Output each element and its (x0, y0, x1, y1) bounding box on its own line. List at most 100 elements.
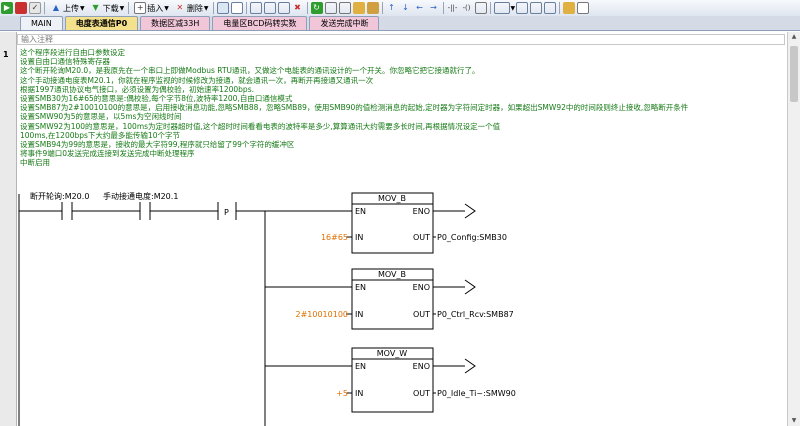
line-left-icon[interactable]: ← (416, 3, 423, 12)
run-icon[interactable]: ▶ (1, 2, 13, 14)
mov-b-block[interactable] (351, 268, 434, 330)
program-tabs: MAIN 电度表通信P0 数据区减33H 电量区BCD码转实数 发送完成中断 (0, 16, 800, 31)
output-arrow-icon (464, 279, 476, 295)
view-icon[interactable] (493, 2, 510, 14)
in-value[interactable]: 16#65 (321, 233, 348, 242)
tab-bcd-to-real[interactable]: 电量区BCD码转实数 (212, 16, 308, 30)
delete-label: 删除 (186, 3, 203, 13)
in-value[interactable]: +5 (336, 389, 348, 398)
out-value[interactable]: P0_Ctrl_Rcv:SMB87 (437, 310, 514, 319)
eno-label: ENO (413, 362, 430, 371)
delete-button[interactable]: ✕删除▼ (173, 1, 209, 15)
note-icon[interactable] (577, 2, 590, 14)
comment-line: 将事件9端口0发送完成连接到发送完成中断处理程序 (20, 149, 195, 159)
upload-icon: ▲ (52, 3, 60, 12)
vertical-scrollbar[interactable]: ▲ ▼ (787, 32, 800, 426)
pen-icon[interactable] (563, 2, 576, 14)
toolbar-separator (442, 2, 444, 14)
contact-icon[interactable] (338, 2, 351, 14)
out-label: OUT (413, 233, 430, 242)
insert-button[interactable]: +插入▼ (133, 1, 169, 15)
en-label: EN (355, 362, 366, 371)
refresh-icon[interactable]: ↻ (310, 2, 323, 14)
symbol-table-icon[interactable] (516, 2, 529, 14)
scroll-thumb[interactable] (790, 46, 798, 102)
comment-line: 这个程序段进行自由口参数设定 (20, 48, 125, 57)
mov-b-block[interactable] (351, 192, 434, 254)
comment-line: 设置SMB87为2#10010100的意思是，启用接收消息功能,忽略SMB88，… (20, 103, 689, 113)
chevron-down-icon: ▼ (119, 4, 125, 12)
comment-line: 这个手动接通电度表M20.1，你就在程序监视的时候修改为接通，就会通讯一次，再断… (20, 75, 374, 85)
comment-line: 设置SMW92为100的意思是，100ms为定时器超时值,这个超时时间看看电表的… (20, 121, 501, 131)
output-arrow-icon (464, 358, 476, 374)
line-down-icon[interactable]: ↓ (402, 3, 409, 12)
toolbar-separator (44, 2, 45, 14)
out-value[interactable]: P0_Idle_Ti~:SMW90 (437, 389, 516, 398)
toolbar-separator (212, 2, 214, 14)
toolbar-separator (306, 2, 308, 14)
insert-icon: + (134, 2, 147, 14)
in-value[interactable]: 2#10010100 (295, 310, 348, 319)
network-comment[interactable]: 这个程序段进行自由口参数设定 设置自由口通信特殊寄存器 这个断开轮询M20.0，… (20, 48, 790, 167)
scroll-down-icon[interactable]: ▼ (791, 417, 797, 424)
download-label: 下载 (102, 3, 119, 13)
comment-line: 设置自由口通信特殊寄存器 (20, 57, 110, 67)
in-label: IN (355, 389, 363, 398)
mov-w-block[interactable] (351, 347, 434, 413)
status-chart-icon[interactable] (530, 2, 543, 14)
block-title: MOV_B (378, 270, 406, 279)
contact-label: 断开轮询:M20.0 (30, 191, 89, 201)
chevron-down-icon: ▼ (80, 4, 85, 12)
stop-icon[interactable] (15, 2, 27, 14)
line-right-icon[interactable]: → (430, 3, 437, 12)
toolbar-separator (559, 2, 561, 14)
comment-line: 中断启用 (20, 158, 50, 168)
box-icon[interactable] (474, 2, 487, 14)
table-icon[interactable] (230, 2, 243, 14)
delete-icon: ✕ (176, 3, 184, 12)
p-label: P (224, 208, 229, 217)
download-icon: ▼ (92, 3, 99, 12)
download-button[interactable]: ▼下载▼ (89, 1, 125, 15)
toolbar-separator (489, 2, 491, 14)
out-label: OUT (413, 310, 430, 319)
monitor-icon[interactable] (216, 2, 229, 14)
chevron-down-icon[interactable]: ▼ (510, 4, 516, 12)
contact-no-icon[interactable]: -||- (447, 3, 458, 12)
upload-label: 上传 (63, 3, 79, 13)
bookmark-icon[interactable] (352, 2, 365, 14)
upload-button[interactable]: ▲上传▼ (49, 1, 85, 15)
scroll-up-icon[interactable]: ▲ (791, 33, 797, 40)
network-number: 1 (3, 50, 9, 59)
en-label: EN (355, 207, 366, 216)
ladder-diagram[interactable]: 断开轮询:M20.0 手动接通电度:M20.1 P MOV_B EN ENO I… (0, 32, 788, 426)
line-up-icon[interactable]: ↑ (388, 3, 395, 12)
ladder-editor[interactable]: 1 输入注释 这个程序段进行自由口参数设定 设置自由口通信特殊寄存器 这个断开轮… (0, 32, 788, 426)
compile-icon[interactable]: ✓ (29, 2, 41, 14)
cancel-icon[interactable]: ✖ (294, 3, 301, 12)
network-icon[interactable] (324, 2, 337, 14)
out-label: OUT (413, 389, 430, 398)
coil-icon[interactable]: -() (462, 3, 471, 12)
lock-icon[interactable] (366, 2, 379, 14)
window-icon[interactable] (249, 2, 262, 14)
data-block-icon[interactable] (544, 2, 557, 14)
program-comment-input[interactable]: 输入注释 (17, 34, 785, 45)
network-gutter: 1 (0, 32, 17, 426)
split-icon[interactable] (263, 2, 276, 14)
out-value[interactable]: P0_Config:SMB30 (437, 233, 507, 242)
chevron-down-icon: ▼ (203, 4, 209, 12)
in-label: IN (355, 310, 363, 319)
print-icon[interactable] (277, 2, 290, 14)
toolbar-separator (128, 2, 130, 14)
tab-send-complete-interrupt[interactable]: 发送完成中断 (309, 16, 380, 30)
comment-line: 100ms,在1200bps下大约最多能传输10个字节 (20, 130, 180, 140)
tab-meter-comm-p0[interactable]: 电度表通信P0 (64, 16, 139, 30)
en-label: EN (355, 283, 366, 292)
insert-label: 插入 (147, 3, 164, 13)
contact-label: 手动接通电度:M20.1 (103, 191, 178, 201)
tab-data-subtract-33h[interactable]: 数据区减33H (140, 16, 211, 30)
comment-line: 根据1997通讯协议电气接口，必须设置为偶校验，初始速率1200bps. (20, 84, 254, 94)
tab-main[interactable]: MAIN (20, 16, 63, 30)
chevron-down-icon: ▼ (164, 4, 169, 12)
